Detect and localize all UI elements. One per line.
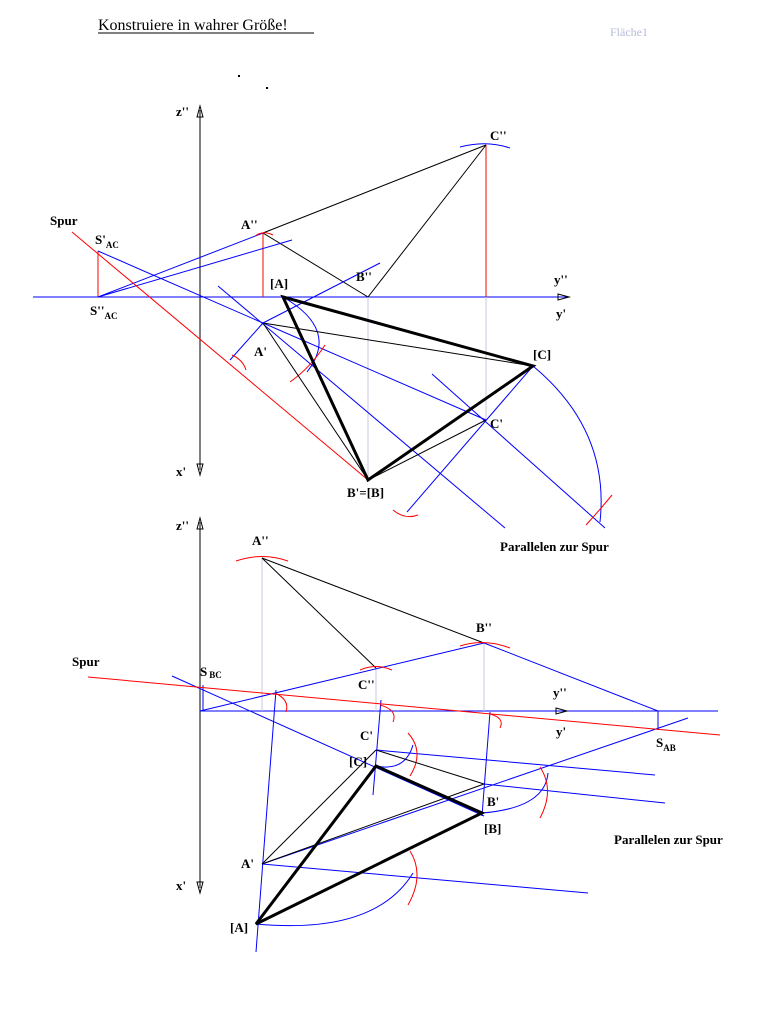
top-label-c2: C'' (490, 128, 507, 143)
top-parallel-2 (431, 373, 606, 529)
bottom-label-c1: C' (360, 728, 373, 743)
bottom-label-y1: y' (556, 724, 566, 739)
bottom-parallel-c (375, 749, 656, 776)
top-perp-a (229, 322, 264, 361)
top-spur-line (71, 231, 369, 481)
top-label-z: z'' (176, 104, 189, 119)
top-label-c-true: [C] (533, 347, 551, 362)
bottom-tick-c-true (407, 732, 418, 777)
top-label-spur: Spur (50, 213, 78, 228)
bottom-label-a-true: [A] (230, 920, 248, 935)
top-line-s2-a2 (97, 232, 264, 298)
top-label-parallels: Parallelen zur Spur (500, 539, 609, 554)
bottom-tick-c2 (359, 666, 393, 671)
bottom-label-a1: A' (241, 856, 254, 871)
top-label-y2: y'' (554, 272, 568, 287)
bottom-y-axis-arrow (555, 707, 569, 715)
bottom-edge-c1-b1 (375, 749, 485, 785)
bottom-edge-a2-c2 (261, 557, 377, 669)
bottom-label-b1: B' (487, 794, 499, 809)
bottom-spur-line (87, 676, 721, 736)
bottom-line-b2-sab (483, 642, 659, 712)
top-line-s1-a1 (97, 250, 264, 324)
bottom-label-c2: C'' (358, 677, 375, 692)
stray-dot (266, 87, 268, 89)
bottom-perp-c (372, 699, 382, 796)
top-y-axis-arrow (557, 293, 571, 301)
top-edge-a1-c-helper (262, 322, 534, 367)
bottom-x-axis-arrow (196, 881, 204, 895)
bottom-edge-a2-b2 (261, 557, 485, 644)
bottom-right-angle-a (274, 692, 288, 713)
top-tick-c2 (459, 143, 511, 149)
top-label-s2ac: S''AC (90, 303, 117, 321)
top-label-b1: B'=[B] (347, 485, 384, 500)
top-edge-b2-c2 (367, 144, 487, 298)
top-line-a1-c1 (262, 322, 487, 421)
bottom-tick-b-true (539, 766, 548, 819)
sheet-title: Konstruiere in wahrer Größe! (98, 17, 288, 34)
top-label-b2: B'' (356, 269, 372, 284)
bottom-z-axis-arrow (196, 516, 204, 530)
top-label-a2: A'' (241, 217, 258, 232)
top-tick-a-true (289, 344, 326, 383)
top-label-a-true: [A] (270, 276, 288, 291)
top-figure: z'' x' y'' y' Spur S'AC S''AC A'' B'' C'… (33, 104, 613, 554)
bottom-perp-a (255, 689, 277, 953)
top-label-a1: A' (254, 344, 267, 359)
top-tick-c-true (585, 494, 613, 526)
sheet-tab-label: Fläche1 (610, 25, 648, 39)
bottom-parallel-a (261, 863, 589, 894)
bottom-label-c-true: [C] (349, 754, 367, 769)
top-parallel-1 (217, 285, 506, 529)
bottom-edge-a1-c1 (261, 749, 377, 865)
bottom-true-size-triangle (254, 764, 486, 926)
bottom-parallel-b (483, 783, 666, 804)
bottom-line-sbc-b1 (171, 675, 485, 817)
bottom-label-sab: SAB (656, 735, 676, 753)
top-label-s1ac: S'AC (95, 232, 119, 250)
top-tick-a2 (254, 232, 274, 237)
bottom-label-b-true: [B] (484, 821, 501, 836)
bottom-label-x: x' (176, 878, 186, 893)
bottom-label-y2: y'' (553, 685, 567, 700)
top-perp-a-ext (262, 262, 381, 324)
bottom-arc-b (481, 772, 549, 814)
bottom-label-parallels: Parallelen zur Spur (614, 832, 723, 847)
bottom-edge-a1-b1 (261, 783, 485, 865)
bottom-label-a2: A'' (252, 533, 269, 548)
top-x-axis-arrow (196, 463, 204, 477)
top-edge-b1-c1 (367, 419, 487, 481)
bottom-right-angle-b (489, 713, 502, 729)
top-tick-b (392, 509, 419, 518)
bottom-tick-b2 (459, 642, 511, 649)
bottom-line-sbc-b2 (199, 642, 485, 712)
bottom-label-spur: Spur (72, 654, 100, 669)
bottom-line-a1-sab (261, 717, 689, 865)
bottom-arc-a (255, 872, 414, 927)
top-edge-a2-c2 (262, 144, 487, 234)
top-label-x: x' (176, 464, 186, 479)
top-true-size-triangle (280, 294, 537, 483)
top-line-s2-ext (97, 239, 293, 298)
top-label-y1: y' (556, 306, 566, 321)
top-perp-c (406, 365, 534, 513)
bottom-tick-a-true (407, 850, 418, 906)
top-edge-a1-b1 (262, 322, 369, 481)
bottom-label-b2: B'' (476, 620, 492, 635)
stray-dot (238, 75, 240, 77)
bottom-right-angle-c (379, 704, 395, 723)
top-right-angle-mark (231, 354, 247, 371)
bottom-label-z: z'' (176, 518, 189, 533)
bottom-tick-a2 (235, 556, 289, 562)
bottom-perp-b (481, 711, 491, 817)
top-label-c1: C' (490, 416, 503, 431)
top-z-axis-arrow (196, 104, 204, 118)
top-arc-c (532, 365, 602, 523)
